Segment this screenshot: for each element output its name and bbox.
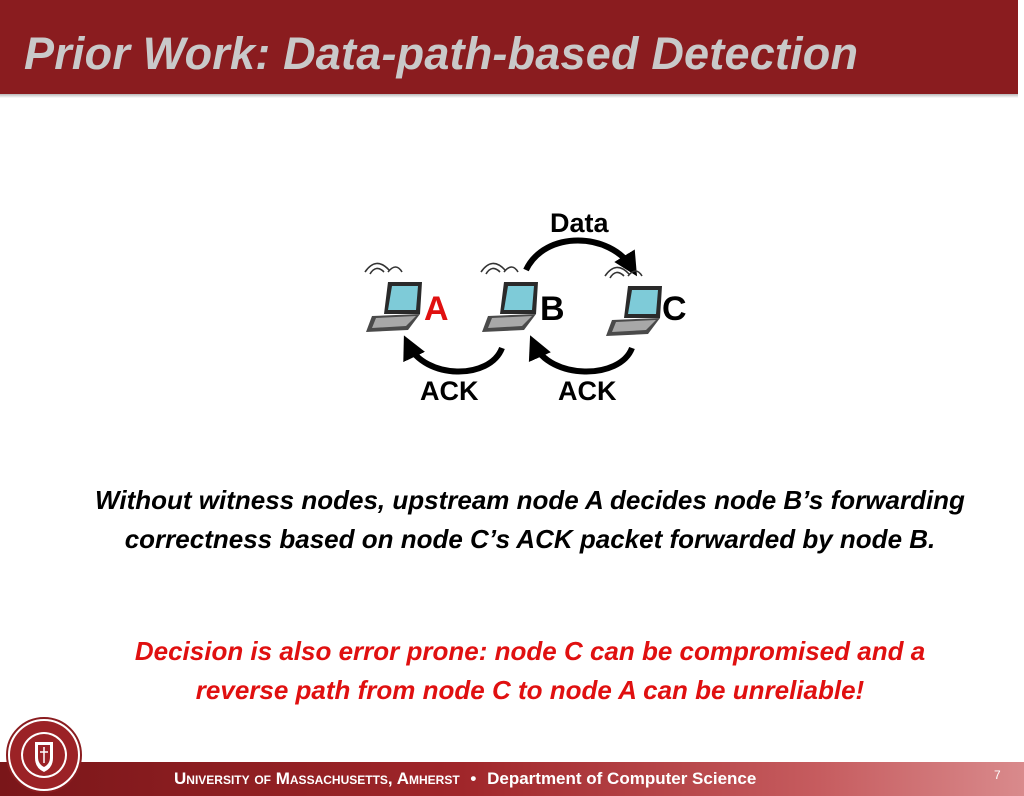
node-c-label: C [662, 290, 687, 328]
page-number: 7 [994, 768, 1001, 782]
laptop-icon [480, 262, 538, 332]
footer-bar: University of Massachusetts, Amherst • D… [0, 762, 1024, 796]
slide-title: Prior Work: Data-path-based Detection [24, 28, 859, 79]
laptop-icon [604, 266, 662, 336]
diagram-arrows [403, 237, 638, 375]
data-edge-label: Data [550, 208, 609, 238]
university-seal-icon [6, 717, 82, 793]
node-b-label: B [540, 290, 565, 328]
footer-university: University of Massachusetts, Amherst [174, 769, 460, 788]
network-diagram: A B C Data ACK ACK [340, 200, 720, 420]
body-paragraph-1: Without witness nodes, upstream node A d… [95, 485, 965, 554]
laptop-icon [364, 262, 422, 332]
ack-right-label: ACK [558, 376, 617, 406]
ack-arrow-left [403, 335, 505, 375]
footer-department: Department of Computer Science [487, 769, 757, 788]
ack-left-label: ACK [420, 376, 479, 406]
body-paragraph-2: Decision is also error prone: node C can… [134, 636, 926, 705]
node-a-label: A [424, 290, 449, 328]
title-bar: Prior Work: Data-path-based Detection [0, 0, 1024, 98]
ack-arrow-right [528, 335, 635, 375]
footer-text: University of Massachusetts, Amherst • D… [174, 769, 756, 789]
footer-separator: • [470, 769, 477, 788]
data-arrow [523, 237, 638, 277]
